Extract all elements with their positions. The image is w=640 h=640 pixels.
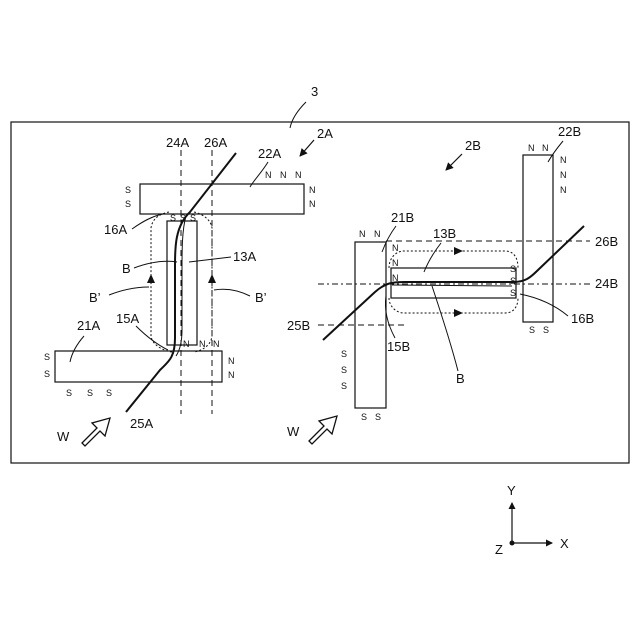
wind-label-a: W	[57, 429, 70, 444]
pole-n: N	[374, 229, 381, 239]
pole-s: S	[361, 412, 367, 422]
pole-s: S	[87, 388, 93, 398]
pole-n: N	[309, 199, 316, 209]
pole-s: S	[190, 213, 196, 223]
pole-s: S	[44, 352, 50, 362]
pole-n: N	[199, 339, 206, 349]
flux-arrow-left-a	[147, 274, 155, 283]
magnet-22a	[140, 184, 304, 214]
pole-n: N	[542, 143, 549, 153]
wind-label-b: W	[287, 424, 300, 439]
axis-z-label: Z	[495, 542, 503, 557]
pole-n: N	[560, 170, 567, 180]
label-16b: 16B	[571, 311, 594, 326]
unit-a: 2A 24A 26A 22A 16A 13A B B’ B’ 15A	[44, 126, 333, 446]
label-25a: 25A	[130, 416, 153, 431]
label-16a: 16A	[104, 222, 127, 237]
label-13b: 13B	[433, 226, 456, 241]
pole-s: S	[543, 325, 549, 335]
axis-x-label: X	[560, 536, 569, 551]
label-21b: 21B	[391, 210, 414, 225]
leader-15a	[136, 326, 168, 350]
label-13a: 13A	[233, 249, 256, 264]
pole-s: S	[341, 381, 347, 391]
z-axis-dot	[510, 541, 515, 546]
pole-s: S	[66, 388, 72, 398]
magnet-21a	[55, 351, 222, 382]
flux-arrow-right-a	[208, 274, 216, 283]
label-15a: 15A	[116, 311, 139, 326]
label-b-prime-right-a: B’	[255, 290, 267, 305]
unit-b-label-2b: 2B	[465, 138, 481, 153]
pole-s: S	[510, 264, 516, 274]
pole-n: N	[560, 155, 567, 165]
label-15b: 15B	[387, 339, 410, 354]
board-label: 3	[311, 84, 318, 99]
axis-indicator: Y X Z	[495, 483, 569, 557]
pole-s: S	[125, 185, 131, 195]
wind-arrow-a	[82, 418, 110, 446]
pole-n: N	[560, 185, 567, 195]
label-21a: 21A	[77, 318, 100, 333]
unit-a-label: 2A	[317, 126, 333, 141]
leader-b-prime-right-a	[214, 289, 250, 296]
pole-s: S	[170, 213, 176, 223]
pole-n: N	[359, 229, 366, 239]
pole-n: N	[183, 339, 190, 349]
pole-s: S	[510, 276, 516, 286]
label-26b: 26B	[595, 234, 618, 249]
leader-b-b	[432, 286, 458, 371]
pole-n: N	[228, 356, 235, 366]
flux-arrow-bottom-b	[454, 309, 463, 317]
unit-a-arrow	[300, 140, 314, 156]
unit-b-arrow	[446, 154, 462, 170]
pole-n: N	[265, 170, 272, 180]
pole-n: N	[280, 170, 287, 180]
pole-s: S	[106, 388, 112, 398]
pole-n: N	[528, 143, 535, 153]
wind-arrow-b	[309, 416, 337, 444]
pole-s: S	[341, 365, 347, 375]
leader-15b	[385, 296, 395, 338]
label-24a: 24A	[166, 135, 189, 150]
label-25b: 25B	[287, 318, 310, 333]
magnet-22b	[523, 155, 553, 322]
label-b-a: B	[122, 261, 131, 276]
axis-y-label: Y	[507, 483, 516, 498]
label-24b: 24B	[595, 276, 618, 291]
pole-n: N	[213, 339, 220, 349]
leader-16a	[132, 214, 163, 229]
flux-loop-top-b	[389, 251, 518, 268]
label-22b: 22B	[558, 124, 581, 139]
pole-s: S	[529, 325, 535, 335]
label-26a: 26A	[204, 135, 227, 150]
flux-loop-bottom-b	[389, 298, 518, 313]
pole-s: S	[510, 288, 516, 298]
pole-s: S	[180, 213, 186, 223]
leader-b-prime-left-a	[109, 287, 149, 295]
pole-n: N	[228, 370, 235, 380]
unit-b: 26B 2B 22B 21B 13B 26B 24B 16B 25B 15B	[287, 124, 618, 444]
pole-n: N	[295, 170, 302, 180]
label-22a: 22A	[258, 146, 281, 161]
pole-n: N	[392, 243, 399, 253]
label-b-b: B	[456, 371, 465, 386]
pole-n: N	[392, 273, 399, 283]
pole-n: N	[309, 185, 316, 195]
flux-arrow-top-b	[454, 247, 463, 255]
pole-s: S	[44, 369, 50, 379]
pole-s: S	[375, 412, 381, 422]
label-b-prime-left-a: B’	[89, 290, 101, 305]
pole-s: S	[341, 349, 347, 359]
board-leader	[290, 102, 306, 128]
pole-s: S	[125, 199, 131, 209]
pole-n: N	[392, 258, 399, 268]
